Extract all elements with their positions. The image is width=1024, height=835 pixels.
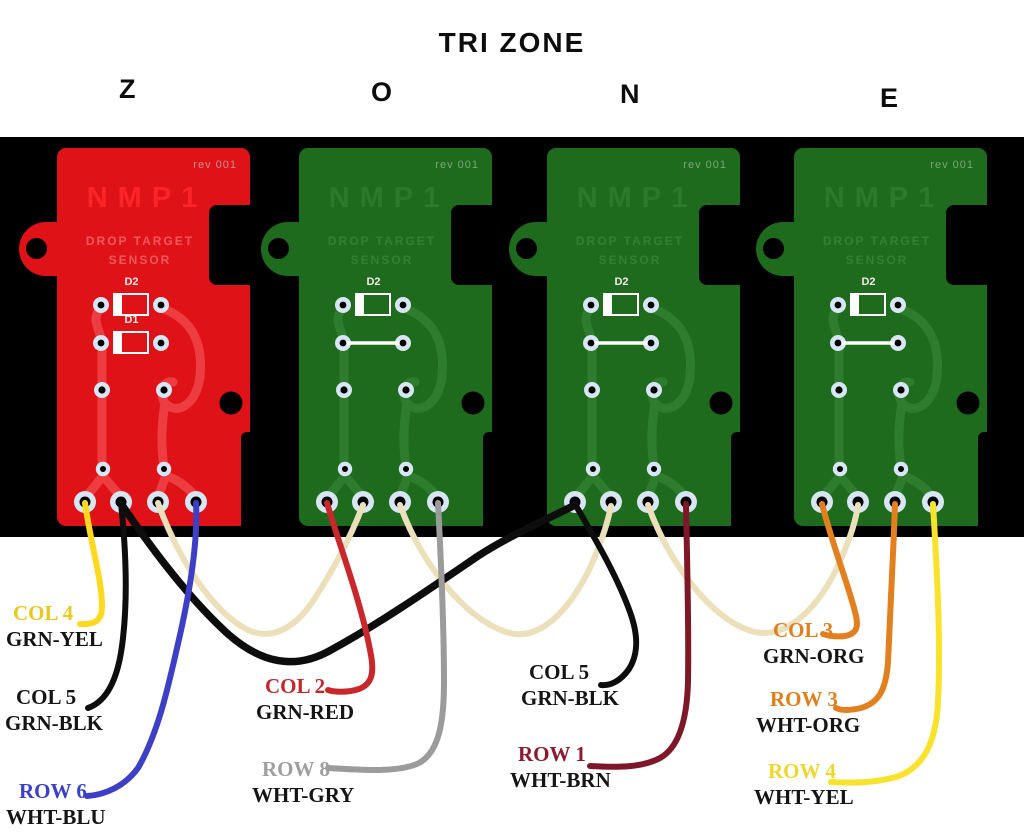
board-subtitle: SENSOR <box>108 253 172 267</box>
board-edge-notch <box>699 205 742 285</box>
board-artwork <box>811 293 980 513</box>
zone-letter-o: O <box>371 77 393 107</box>
wire-label-line2: GRN-YEL <box>6 627 103 651</box>
wire-row8-wht-gry <box>325 500 448 773</box>
wire-label-line2: GRN-RED <box>256 700 354 724</box>
diode-d2 <box>335 293 411 316</box>
wire-label-line2: WHT-ORG <box>756 713 861 737</box>
wire-label-line1: ROW 6 <box>19 779 87 803</box>
diode-d2 <box>830 293 906 316</box>
mounting-tab <box>261 222 303 276</box>
wire-label-col4: COL 4 GRN-YEL <box>6 600 103 652</box>
pcb-board-zone-n: rev 001 NMP1 DROP TARGET SENSOR D2 <box>509 148 742 528</box>
mounting-tab <box>19 222 61 276</box>
diode-d2-label: D2 <box>124 276 139 288</box>
board-subtitle: DROP TARGET <box>85 234 195 248</box>
board-edge-notch <box>946 205 989 285</box>
wire-row6-wht-blu <box>84 500 200 799</box>
wire-label-line2: WHT-BRN <box>510 768 611 792</box>
wire-label-line1: COL 3 <box>773 618 834 642</box>
pcb-board-zone-z: rev 001 NMP1 DROP TARGET SENSOR D2 D1 <box>19 148 252 528</box>
zone-letter-z: Z <box>119 74 136 104</box>
diode-d2 <box>583 293 659 316</box>
pcb-board-zone-e: rev 001 NMP1 DROP TARGET SENSOR D2 <box>756 148 989 528</box>
wire-label-line2: WHT-YEL <box>754 785 854 809</box>
mounting-hole <box>219 391 243 415</box>
sensor-pads <box>336 382 414 477</box>
diode-d1 <box>93 331 169 354</box>
wire-row1-wht-brn <box>587 501 692 770</box>
wire-label-line1: ROW 3 <box>770 687 838 711</box>
board-name-silkscreen: NMP1 <box>86 182 208 214</box>
wire-label-col5-left: COL 5 GRN-BLK <box>5 684 103 736</box>
wire-label-row1: ROW 1 WHT-BRN <box>510 741 611 793</box>
tab-mounting-hole <box>26 238 47 259</box>
mounting-hole <box>461 391 485 415</box>
wire-label-line1: ROW 1 <box>518 742 586 766</box>
wire-label-line2: WHT-BLU <box>6 805 106 829</box>
jumper-link <box>335 335 411 351</box>
rev-label: rev 001 <box>435 159 479 171</box>
diagram-title: TRI ZONE <box>438 27 586 58</box>
mounting-tab <box>756 222 798 276</box>
board-edge-notch <box>451 205 494 285</box>
diode-d2-label: D2 <box>366 276 381 288</box>
board-subtitle: SENSOR <box>598 253 662 267</box>
board-edge-inset <box>978 432 989 528</box>
board-edge-inset <box>483 432 494 528</box>
wire-label-line1: COL 5 <box>16 685 77 709</box>
rev-label: rev 001 <box>683 159 727 171</box>
wire-label-col3: COL 3 GRN-ORG <box>763 617 865 669</box>
sensor-pads <box>831 382 909 477</box>
board-name-silkscreen: NMP1 <box>823 182 945 214</box>
wire-label-row4: ROW 4 WHT-YEL <box>754 758 854 810</box>
board-subtitle: DROP TARGET <box>822 234 932 248</box>
tab-mounting-hole <box>763 238 784 259</box>
wire-label-line2: GRN-BLK <box>5 711 104 735</box>
board-subtitle: SENSOR <box>845 253 909 267</box>
board-subtitle: DROP TARGET <box>327 234 437 248</box>
wire-label-row6: ROW 6 WHT-BLU <box>6 778 106 830</box>
diode-d2 <box>93 293 169 316</box>
board-artwork <box>74 293 243 513</box>
wire-label-row8: ROW 8 WHT-GRY <box>252 756 354 808</box>
wire-label-row3: ROW 3 WHT-ORG <box>756 686 860 738</box>
pcb-board-zone-o: rev 001 NMP1 DROP TARGET SENSOR D2 <box>261 148 494 528</box>
wire-label-line2: WHT-GRY <box>252 783 355 807</box>
board-artwork <box>564 293 733 513</box>
tab-mounting-hole <box>268 238 289 259</box>
mounting-hole <box>956 391 980 415</box>
diode-d2-label: D2 <box>861 276 876 288</box>
board-artwork <box>316 293 485 513</box>
mounting-hole <box>709 391 733 415</box>
tab-mounting-hole <box>516 238 537 259</box>
wire-label-col5-mid: COL 5 GRN-BLK <box>521 659 619 711</box>
rev-label: rev 001 <box>930 159 974 171</box>
board-subtitle: DROP TARGET <box>575 234 685 248</box>
jumper-link <box>583 335 659 351</box>
wire-label-line1: ROW 4 <box>768 759 836 783</box>
zone-letter-e: E <box>880 83 899 113</box>
wire-label-col2: COL 2 GRN-RED <box>256 673 354 725</box>
board-subtitle: SENSOR <box>350 253 414 267</box>
wire-label-line2: GRN-ORG <box>763 644 865 668</box>
board-name-silkscreen: NMP1 <box>328 182 450 214</box>
rev-label: rev 001 <box>193 159 237 171</box>
wire-label-line1: COL 2 <box>265 674 326 698</box>
diode-d2-label: D2 <box>614 276 629 288</box>
board-name-silkscreen: NMP1 <box>576 182 698 214</box>
wire-label-line1: COL 5 <box>529 660 590 684</box>
zone-letter-n: N <box>620 79 640 109</box>
wire-label-line1: ROW 8 <box>262 757 330 781</box>
board-edge-inset <box>241 432 252 528</box>
board-edge-notch <box>209 205 252 285</box>
wire-label-line2: GRN-BLK <box>521 686 620 710</box>
mounting-tab <box>509 222 551 276</box>
wire-label-line1: COL 4 <box>13 601 74 625</box>
diode-d1-label: D1 <box>124 314 139 326</box>
sensor-pads <box>584 382 662 477</box>
jumper-link <box>830 335 906 351</box>
sensor-pads <box>94 382 172 477</box>
board-edge-inset <box>731 432 742 528</box>
